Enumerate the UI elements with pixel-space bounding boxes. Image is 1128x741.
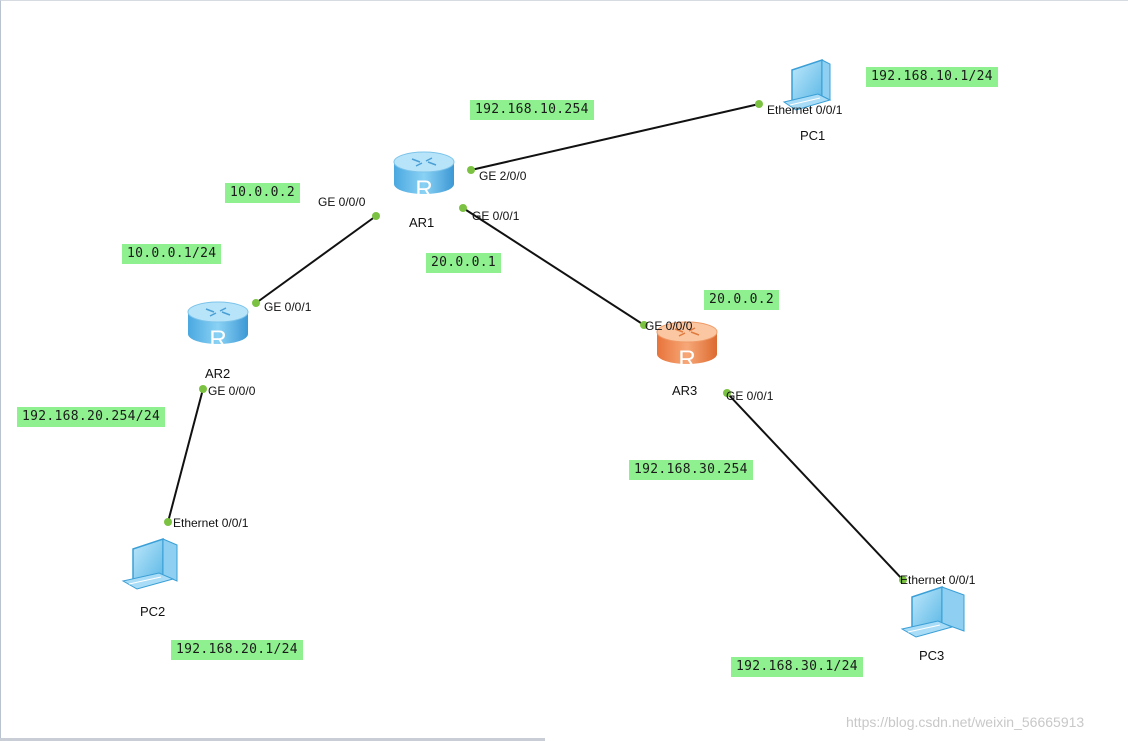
pc1-label: PC1: [800, 128, 826, 143]
ip-label-ar3-ge001: 192.168.30.254: [629, 460, 753, 480]
link-ar3-pc3: [726, 392, 904, 581]
svg-text:R: R: [209, 326, 226, 353]
port-label-pc1-eth: Ethernet 0/0/1: [767, 103, 843, 117]
pc1-computer-icon[interactable]: [782, 58, 832, 111]
watermark: https://blog.csdn.net/weixin_56665913: [846, 714, 1085, 730]
ar3-label: AR3: [672, 383, 698, 398]
port-dot: [164, 518, 172, 526]
ip-label-ar2-ge001: 10.0.0.1/24: [122, 244, 222, 264]
port-dot: [755, 100, 763, 108]
pc2-computer-icon[interactable]: [121, 537, 178, 590]
link-ar2-pc2: [167, 388, 204, 523]
ip-label-pc2: 192.168.20.1/24: [171, 640, 303, 660]
port-label-ar1-ge000: GE 0/0/0: [318, 195, 366, 209]
router-ar3-icon[interactable]: R: [656, 321, 718, 373]
ip-label-ar3-ge000: 20.0.0.2: [704, 290, 780, 310]
ar1-label: AR1: [409, 215, 435, 230]
router-ar2-icon[interactable]: R: [187, 301, 249, 353]
port-dot: [899, 576, 907, 584]
port-label-ar2-ge000: GE 0/0/0: [208, 384, 256, 398]
port-label-ar3-ge000: GE 0/0/0: [645, 319, 693, 333]
port-dot: [459, 204, 467, 212]
ip-label-ar2-ge000: 192.168.20.254/24: [17, 407, 166, 427]
router-ar1-icon[interactable]: R: [393, 151, 455, 203]
svg-text:R: R: [415, 176, 432, 203]
port-dot: [199, 385, 207, 393]
ip-label-ar1-ge001: 20.0.0.1: [426, 253, 502, 273]
ar2-label: AR2: [205, 366, 231, 381]
port-label-pc2-eth: Ethernet 0/0/1: [173, 516, 249, 530]
ip-label-pc1: 192.168.10.1/24: [866, 67, 998, 87]
port-dot: [723, 389, 731, 397]
port-dot: [372, 212, 380, 220]
port-label-ar2-ge001: GE 0/0/1: [264, 300, 312, 314]
pc3-computer-icon[interactable]: [900, 585, 965, 638]
port-dot: [467, 166, 475, 174]
port-label-ar1-ge200: GE 2/0/0: [479, 169, 527, 183]
link-ar1-pc1: [470, 103, 760, 171]
bottom-scrollbar[interactable]: [0, 738, 545, 741]
ip-label-pc3: 192.168.30.1/24: [731, 657, 863, 677]
ip-label-ar1-ge200: 192.168.10.254: [470, 100, 594, 120]
link-ar1-ar3: [462, 207, 645, 326]
port-label-ar1-ge001: GE 0/0/1: [472, 209, 520, 223]
port-label-ar3-ge001: GE 0/0/1: [726, 389, 774, 403]
port-label-pc3-eth: Ethernet 0/0/1: [900, 573, 976, 587]
port-dot: [640, 321, 648, 329]
svg-text:R: R: [678, 346, 695, 373]
port-dot: [252, 299, 260, 307]
pc2-label: PC2: [140, 604, 166, 619]
link-ar1-ar2: [255, 215, 377, 304]
pc3-label: PC3: [919, 648, 945, 663]
ip-label-ar1-ge000: 10.0.0.2: [225, 183, 301, 203]
